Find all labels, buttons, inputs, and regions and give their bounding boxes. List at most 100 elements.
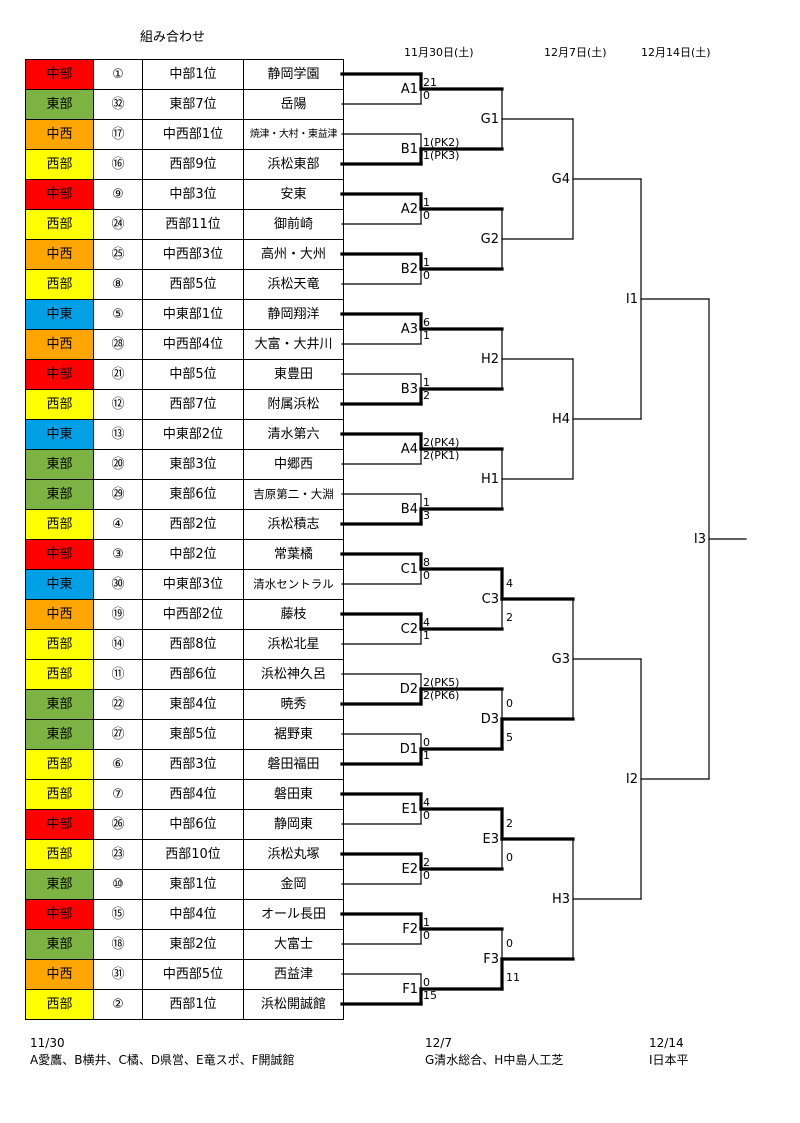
rank-cell: 東部4位 [142, 689, 244, 720]
region-cell: 東部 [25, 719, 94, 750]
match-label: G1 [481, 112, 499, 127]
rank-cell: 東部2位 [142, 929, 244, 960]
region-cell: 中部 [25, 539, 94, 570]
seed-number: ② [93, 989, 143, 1020]
rank-cell: 西部1位 [142, 989, 244, 1020]
school-name: 焼津・大村・東益津 [243, 119, 344, 150]
score-top: 0 [423, 976, 430, 989]
match-label: C1 [401, 562, 418, 577]
score-bottom: 0 [423, 809, 430, 822]
footer-date-2: 12/7 [425, 1036, 452, 1050]
footer-venues-3: I日本平 [649, 1053, 689, 1067]
school-name: 浜松東部 [243, 149, 344, 180]
match-label: G3 [552, 652, 570, 667]
seed-number: ③ [93, 539, 143, 570]
region-cell: 西部 [25, 269, 94, 300]
seed-number: ⑱ [93, 929, 143, 960]
score-top: 2 [423, 856, 430, 869]
school-name: 浜松開誠館 [243, 989, 344, 1020]
match-label: F2 [402, 922, 418, 937]
school-name: 浜松丸塚 [243, 839, 344, 870]
rank-cell: 中部4位 [142, 899, 244, 930]
seed-number: ⑨ [93, 179, 143, 210]
region-cell: 西部 [25, 839, 94, 870]
score-bottom: 2(PK6) [423, 689, 459, 702]
region-cell: 西部 [25, 209, 94, 240]
score-bottom: 2 [423, 389, 430, 402]
score-bottom: 3 [423, 509, 430, 522]
region-cell: 西部 [25, 389, 94, 420]
school-name: 磐田東 [243, 779, 344, 810]
match-label: B4 [401, 502, 418, 517]
school-name: 東豊田 [243, 359, 344, 390]
seed-number: ⑫ [93, 389, 143, 420]
region-cell: 中東 [25, 419, 94, 450]
rank-cell: 西部2位 [142, 509, 244, 540]
score-bottom: 0 [506, 851, 513, 864]
match-label: A3 [401, 322, 418, 337]
match-label: F3 [483, 952, 499, 967]
date-round3: 12月14日(土) [641, 46, 711, 59]
region-cell: 中東 [25, 299, 94, 330]
score-top: 2(PK5) [423, 676, 459, 689]
rank-cell: 中西部3位 [142, 239, 244, 270]
seed-number: ⑩ [93, 869, 143, 900]
region-cell: 西部 [25, 629, 94, 660]
match-label: E3 [483, 832, 500, 847]
seed-number: ⑬ [93, 419, 143, 450]
seed-number: ⑥ [93, 749, 143, 780]
school-name: 清水セントラル [243, 569, 344, 600]
school-name: 静岡学園 [243, 59, 344, 90]
match-label: G2 [481, 232, 499, 247]
score-bottom: 11 [506, 971, 520, 984]
score-top: 6 [423, 316, 430, 329]
region-cell: 中東 [25, 569, 94, 600]
score-top: 0 [423, 736, 430, 749]
score-top: 8 [423, 556, 430, 569]
score-top: 0 [506, 937, 513, 950]
rank-cell: 中西部1位 [142, 119, 244, 150]
rank-cell: 西部11位 [142, 209, 244, 240]
seed-number: ㉘ [93, 329, 143, 360]
footer-venues-2: G清水総合、H中島人工芝 [425, 1053, 564, 1067]
rank-cell: 西部10位 [142, 839, 244, 870]
rank-cell: 東部5位 [142, 719, 244, 750]
school-name: 吉原第二・大淵 [243, 479, 344, 510]
match-label: I2 [626, 772, 638, 787]
school-name: 御前崎 [243, 209, 344, 240]
seed-number: ⑳ [93, 449, 143, 480]
match-label: A2 [401, 202, 418, 217]
school-name: オール長田 [243, 899, 344, 930]
match-label: E1 [402, 802, 419, 817]
date-round2: 12月7日(土) [544, 46, 607, 59]
school-name: 静岡東 [243, 809, 344, 840]
rank-cell: 中部1位 [142, 59, 244, 90]
final-label: I3 [694, 532, 706, 547]
match-label: C3 [482, 592, 499, 607]
rank-cell: 中部6位 [142, 809, 244, 840]
page-title: 組み合わせ [140, 30, 206, 45]
score-bottom: 0 [423, 869, 430, 882]
region-cell: 東部 [25, 869, 94, 900]
date-round1: 11月30日(土) [404, 46, 474, 59]
score-bottom: 2(PK1) [423, 449, 459, 462]
seed-number: ⑮ [93, 899, 143, 930]
match-label: C2 [401, 622, 418, 637]
match-label: D3 [481, 712, 499, 727]
